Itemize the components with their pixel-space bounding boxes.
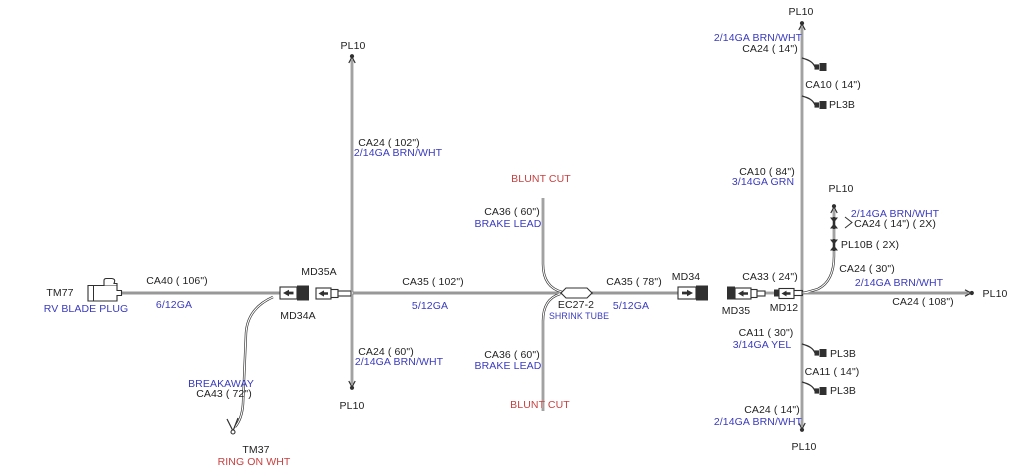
label-brn-wht-4: 2/14GA BRN/WHT — [850, 208, 940, 220]
label-ca40: CA40 ( 106") — [146, 275, 208, 287]
label-3-14ga-yel: 3/14GA YEL — [732, 339, 792, 351]
label-5-12ga-1: 5/12GA — [411, 300, 449, 312]
label-brake-lead-bottom: BRAKE LEAD — [474, 360, 542, 372]
label-ca10-14: CA10 ( 14") — [805, 79, 861, 91]
label-ca43: CA43 ( 72") — [196, 388, 252, 400]
label-ca36-60-bottom: CA36 ( 60") — [484, 349, 540, 361]
label-ca24-14-2x: CA24 ( 14") ( 2X) — [854, 218, 936, 230]
label-ca24-60: CA24 ( 60") — [358, 346, 414, 358]
label-ca36-60-top: CA36 ( 60") — [484, 206, 540, 218]
label-blunt-cut-top: BLUNT CUT — [511, 173, 571, 185]
label-tm77: TM77 — [46, 287, 74, 299]
label-md34a: MD34A — [280, 310, 316, 322]
branch-connector-ca10-top-icon — [801, 57, 828, 72]
label-ca11-14: CA11 ( 14") — [804, 366, 860, 378]
connector-md34a-icon — [279, 285, 309, 301]
connector-md35a-icon — [315, 287, 352, 300]
label-md12: MD12 — [769, 302, 799, 314]
label-ca35-102: CA35 ( 102") — [402, 276, 464, 288]
label-pl10-bottom-right: PL10 — [791, 441, 817, 453]
label-md34: MD34 — [671, 271, 701, 283]
label-brn-wht-6: 2/14GA BRN/WHT — [713, 416, 803, 428]
label-ec27-2: EC27-2 — [557, 299, 595, 311]
label-6-12ga: 6/12GA — [155, 299, 193, 311]
label-brake-lead-top: BRAKE LEAD — [474, 218, 542, 230]
label-ca24-14-top: CA24 ( 14") — [742, 43, 798, 55]
label-ca24-30: CA24 ( 30") — [839, 263, 895, 275]
label-ca24-102: CA24 ( 102") — [358, 137, 420, 149]
label-ca24-108: CA24 ( 108") — [892, 296, 954, 308]
label-ca24-14-bottom: CA24 ( 14") — [744, 404, 800, 416]
label-pl10-far-right: PL10 — [982, 288, 1008, 300]
label-blunt-cut-bottom: BLUNT CUT — [510, 399, 570, 411]
label-tm37: TM37 — [242, 444, 270, 456]
label-5-12ga-2: 5/12GA — [612, 300, 650, 312]
label-breakaway: BREAKAWAY — [188, 378, 254, 390]
label-brn-wht-5: 2/14GA BRN/WHT — [854, 277, 944, 289]
label-md35: MD35 — [721, 305, 751, 317]
label-ca33-24: CA33 ( 24") — [742, 271, 798, 283]
label-ca35-78: CA35 ( 78") — [606, 276, 662, 288]
label-pl10-bottom-left: PL10 — [339, 400, 365, 412]
label-md35a: MD35A — [301, 266, 337, 278]
label-pl10-top-left: PL10 — [340, 40, 366, 52]
inline-connector-pl10b-icon — [830, 239, 838, 251]
label-pl3b-mid: PL3B — [829, 348, 857, 360]
label-pl10b-2x: PL10B ( 2X) — [840, 239, 900, 251]
label-pl3b-low: PL3B — [829, 385, 857, 397]
label-brn-wht-2: 2/14GA BRN/WHT — [354, 356, 444, 368]
label-brn-wht-1: 2/14GA BRN/WHT — [353, 147, 443, 159]
label-pl10-mini: PL10 — [828, 183, 854, 195]
connector-md35-icon — [727, 286, 766, 300]
label-shrink-tube: SHRINK TUBE — [548, 311, 610, 321]
label-ring-on-wht: RING ON WHT — [217, 456, 291, 468]
label-pl3b-top: PL3B — [828, 99, 856, 111]
label-rv-blade-plug: RV BLADE PLUG — [43, 303, 129, 315]
tm77-blade-plug-icon — [87, 277, 123, 302]
connector-md12-icon — [774, 287, 803, 300]
label-brn-wht-3: 2/14GA BRN/WHT — [713, 32, 803, 44]
brace-2x-icon — [844, 216, 853, 229]
label-ca11-30: CA11 ( 30") — [738, 327, 794, 339]
label-ca10-84: CA10 ( 84") — [739, 166, 795, 178]
branch-connector-pl3b-top-icon — [801, 95, 828, 110]
inline-connector-ca24-2x-icon — [830, 217, 838, 229]
label-3-14ga-grn: 3/14GA GRN — [731, 176, 795, 188]
tm37-ring-terminal-icon — [226, 417, 239, 435]
ec27-2-shrink-tube-icon — [560, 287, 593, 299]
wire-ca43-breakaway — [233, 295, 275, 429]
branch-connector-pl3b-mid-icon — [801, 343, 828, 358]
label-pl10-top-right: PL10 — [788, 6, 814, 18]
branch-connector-pl3b-low-icon — [801, 381, 828, 396]
wire-ca24-30 — [801, 206, 836, 295]
connector-md34-icon — [677, 285, 708, 301]
